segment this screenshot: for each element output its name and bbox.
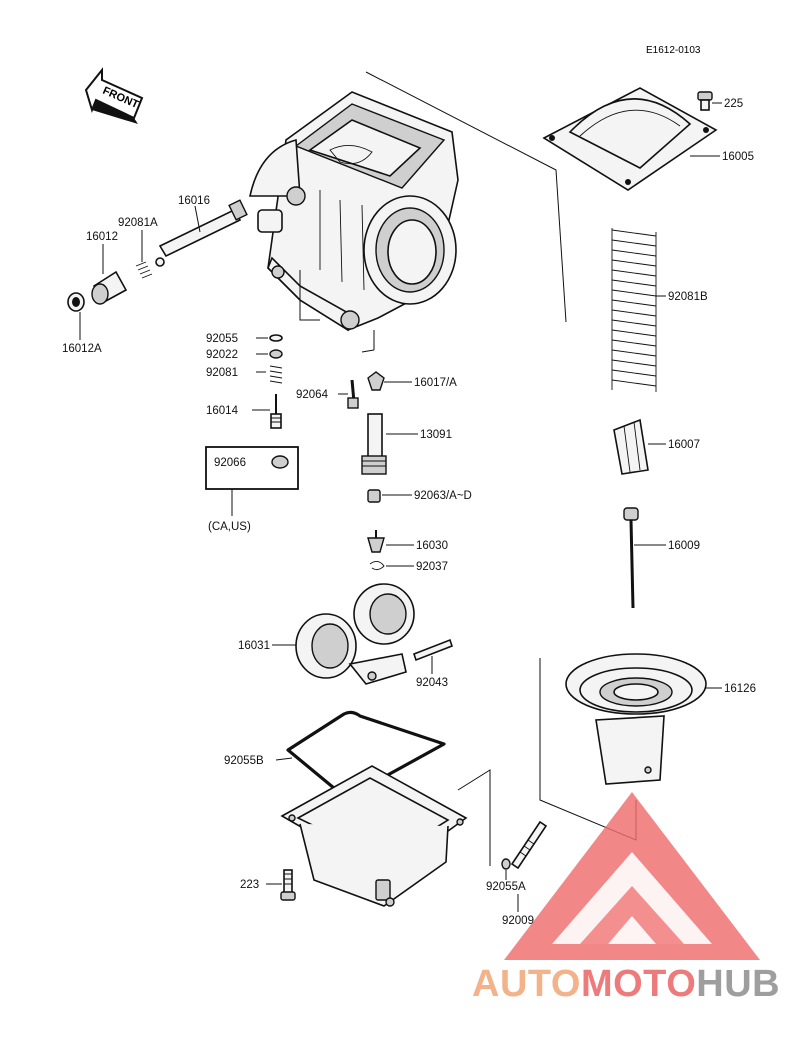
spring-92081B: [611, 226, 657, 392]
watermark-part1: AUTO: [472, 963, 581, 1005]
label-16005: 16005: [722, 151, 754, 163]
label-16009: 16009: [668, 540, 700, 552]
pilot-jet-92064: [347, 379, 359, 409]
float-bowl: [280, 765, 468, 907]
float-16031: [295, 583, 415, 685]
drain-screw-92009: [501, 820, 548, 870]
label-92055A: 92055A: [486, 881, 526, 893]
label-92055: 92055: [206, 333, 238, 345]
screw-16014: [270, 394, 282, 429]
carburetor-body: [249, 91, 459, 332]
float-valve-16030: [367, 530, 385, 553]
watermark-part2: MOTO: [581, 963, 696, 1005]
label-92064: 92064: [296, 389, 329, 401]
spring-92081: [269, 365, 283, 384]
main-jet-92063: [367, 489, 381, 503]
label-13091: 13091: [420, 429, 452, 441]
label-92022: 92022: [206, 349, 238, 361]
watermark-part3: HUB: [696, 963, 780, 1005]
oring-92055: [269, 334, 283, 342]
gasket-92055B: [286, 710, 446, 800]
label-92055B: 92055B: [224, 755, 264, 767]
label-92063: 92063/A~D: [414, 490, 472, 502]
pilot-screw-16016: [158, 199, 248, 258]
clip-92037: [369, 561, 385, 571]
label-92081A: 92081A: [118, 217, 158, 229]
label-16126: 16126: [724, 683, 756, 695]
label-16031: 16031: [238, 640, 270, 652]
label-92081: 92081: [206, 367, 238, 379]
screw-223: [280, 869, 296, 901]
label-16007: 16007: [668, 439, 700, 451]
leader-body: [299, 270, 320, 321]
label-225: 225: [724, 98, 743, 110]
diagram-code: E1612-0103: [646, 45, 701, 56]
label-16017A: 16017/A: [414, 377, 457, 389]
leader-center: [361, 330, 375, 353]
washer-92022: [269, 349, 283, 359]
label-92081B: 92081B: [668, 291, 708, 303]
label-223: 223: [240, 879, 259, 891]
label-16012A: 16012A: [62, 343, 102, 355]
front-arrow-icon: FRONT: [84, 67, 144, 124]
cap-16012A: [67, 292, 85, 312]
label-92066: 92066: [214, 457, 246, 469]
screw-225: [697, 91, 713, 111]
watermark-logo: AUTOMOTOHUB: [472, 792, 780, 1005]
plug-16012: [91, 270, 128, 305]
needle-holder-16007: [613, 418, 649, 475]
label-16012: 16012: [86, 231, 118, 243]
box-note: (CA,US): [208, 521, 251, 533]
label-92043: 92043: [416, 677, 448, 689]
needle-jet-13091: [361, 413, 387, 475]
label-16014: 16014: [206, 405, 239, 417]
jet-needle-16009: [623, 507, 639, 609]
cap-box-92066: [205, 446, 299, 516]
watermark-text: AUTOMOTOHUB: [472, 963, 780, 1005]
jet-16017A: [367, 371, 385, 391]
diaphragm-16126: [565, 653, 707, 785]
pin-92043: [413, 638, 453, 662]
label-92009: 92009: [502, 915, 534, 927]
label-92037: 92037: [416, 561, 448, 573]
label-16030: 16030: [416, 540, 448, 552]
guide-line-body: [365, 71, 567, 323]
top-cover-16005: [542, 87, 718, 191]
label-16016: 16016: [178, 195, 210, 207]
leader-bowl: [457, 769, 491, 866]
spring-92081A: [135, 257, 165, 279]
